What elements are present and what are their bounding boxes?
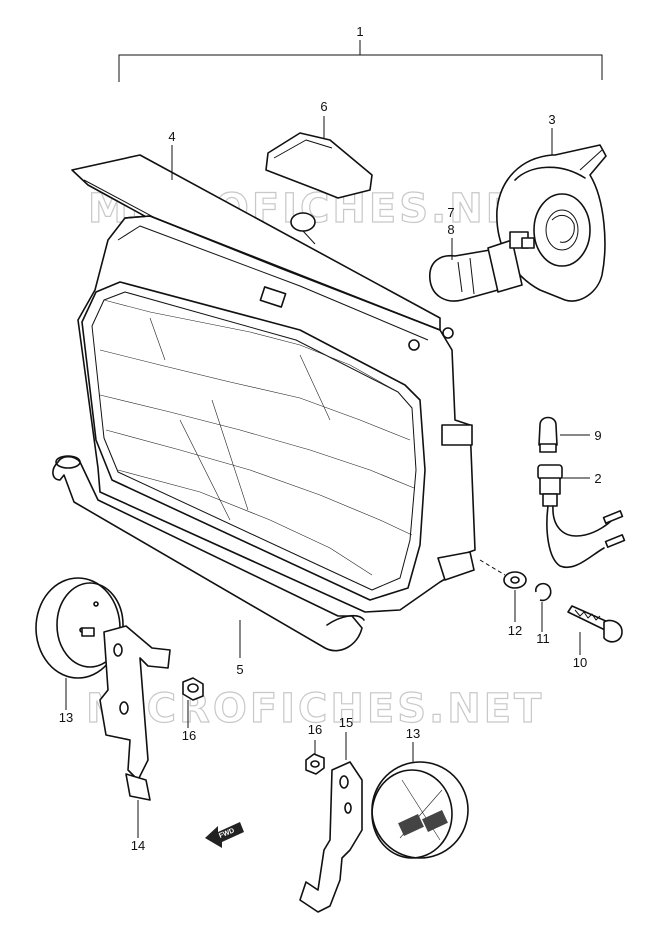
assembly-bracket: [118, 40, 603, 82]
lock-washer: [535, 582, 552, 602]
bracket-left: [99, 625, 171, 801]
callout-15: 15: [339, 715, 353, 730]
bracket-right: [299, 761, 363, 913]
leader-lines: [65, 116, 590, 838]
callout-2: 2: [594, 471, 601, 486]
watermark-lower: MICROFICHES.NET: [86, 686, 544, 732]
callout-8: 8: [447, 222, 454, 237]
rubber-mount-right: [371, 761, 469, 859]
callout-3: 3: [548, 112, 555, 127]
callout-6: 6: [320, 99, 327, 114]
callout-10: 10: [573, 655, 587, 670]
callout-16-right: 16: [308, 722, 322, 737]
pilot-bulb: [538, 416, 558, 453]
callout-11: 11: [536, 631, 550, 646]
callout-9: 9: [594, 428, 601, 443]
nut-left: [182, 677, 204, 701]
bulb-socket-cover: [496, 144, 607, 302]
callout-7: 7: [447, 205, 454, 220]
lower-trim-strip: [52, 455, 365, 652]
callout-12: 12: [508, 623, 522, 638]
callout-1: 1: [356, 24, 363, 39]
callout-16-left: 16: [182, 728, 196, 743]
headlamp-cover: [265, 132, 373, 199]
callout-5: 5: [236, 662, 243, 677]
callout-labels: 1 2 3 4 5 6 7 8 9 10 11 12 13 13 14 15 1…: [59, 24, 602, 853]
callout-13-left: 13: [59, 710, 73, 725]
adjusting-screw: [567, 605, 623, 643]
pilot-bulb-socket: [537, 464, 626, 569]
headlamp-housing: [77, 212, 476, 613]
callout-13-right: 13: [406, 726, 420, 741]
forward-direction-arrow: FWD: [205, 822, 244, 848]
washer: [479, 559, 527, 589]
halogen-bulb: [429, 231, 535, 302]
callout-14: 14: [131, 838, 145, 853]
nut-right: [305, 753, 325, 775]
callout-4: 4: [168, 129, 175, 144]
